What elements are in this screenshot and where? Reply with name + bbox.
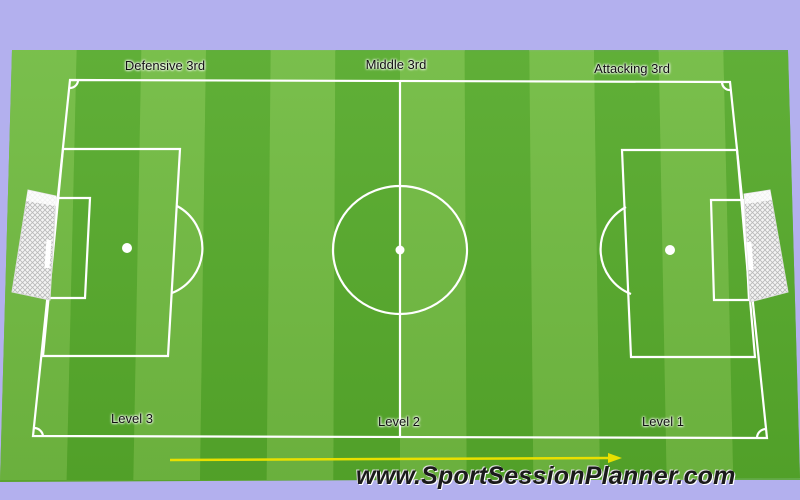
right-penalty-spot (665, 245, 675, 255)
left-penalty-spot (122, 243, 132, 253)
corner-arc-br (755, 427, 767, 439)
middle-third-label: Middle 3rd (365, 57, 427, 72)
goal-net-right-icon (743, 189, 789, 303)
watermark-text: www.SportSessionPlanner.com (356, 462, 736, 490)
pitch-lines (31, 78, 769, 440)
corner-arc-bl (33, 426, 45, 437)
right-six-yard-box (709, 198, 751, 302)
attacking-third-label: Attacking 3rd (594, 61, 670, 76)
right-penalty-area (620, 148, 757, 359)
direction-arrow-icon (169, 453, 622, 463)
center-circle (331, 184, 469, 316)
left-penalty-arc (171, 205, 204, 295)
corner-arc-tr (720, 81, 732, 92)
level-1-label: Level 1 (642, 414, 684, 429)
level-2-label: Level 2 (378, 414, 420, 429)
touchline-boundary (31, 78, 769, 440)
goal-net-left-icon (11, 189, 57, 301)
right-penalty-arc (599, 206, 632, 296)
defensive-third-label: Defensive 3rd (124, 58, 206, 73)
level-3-label: Level 3 (111, 411, 153, 426)
corner-arc-tl (69, 79, 80, 90)
center-spot (395, 245, 405, 255)
